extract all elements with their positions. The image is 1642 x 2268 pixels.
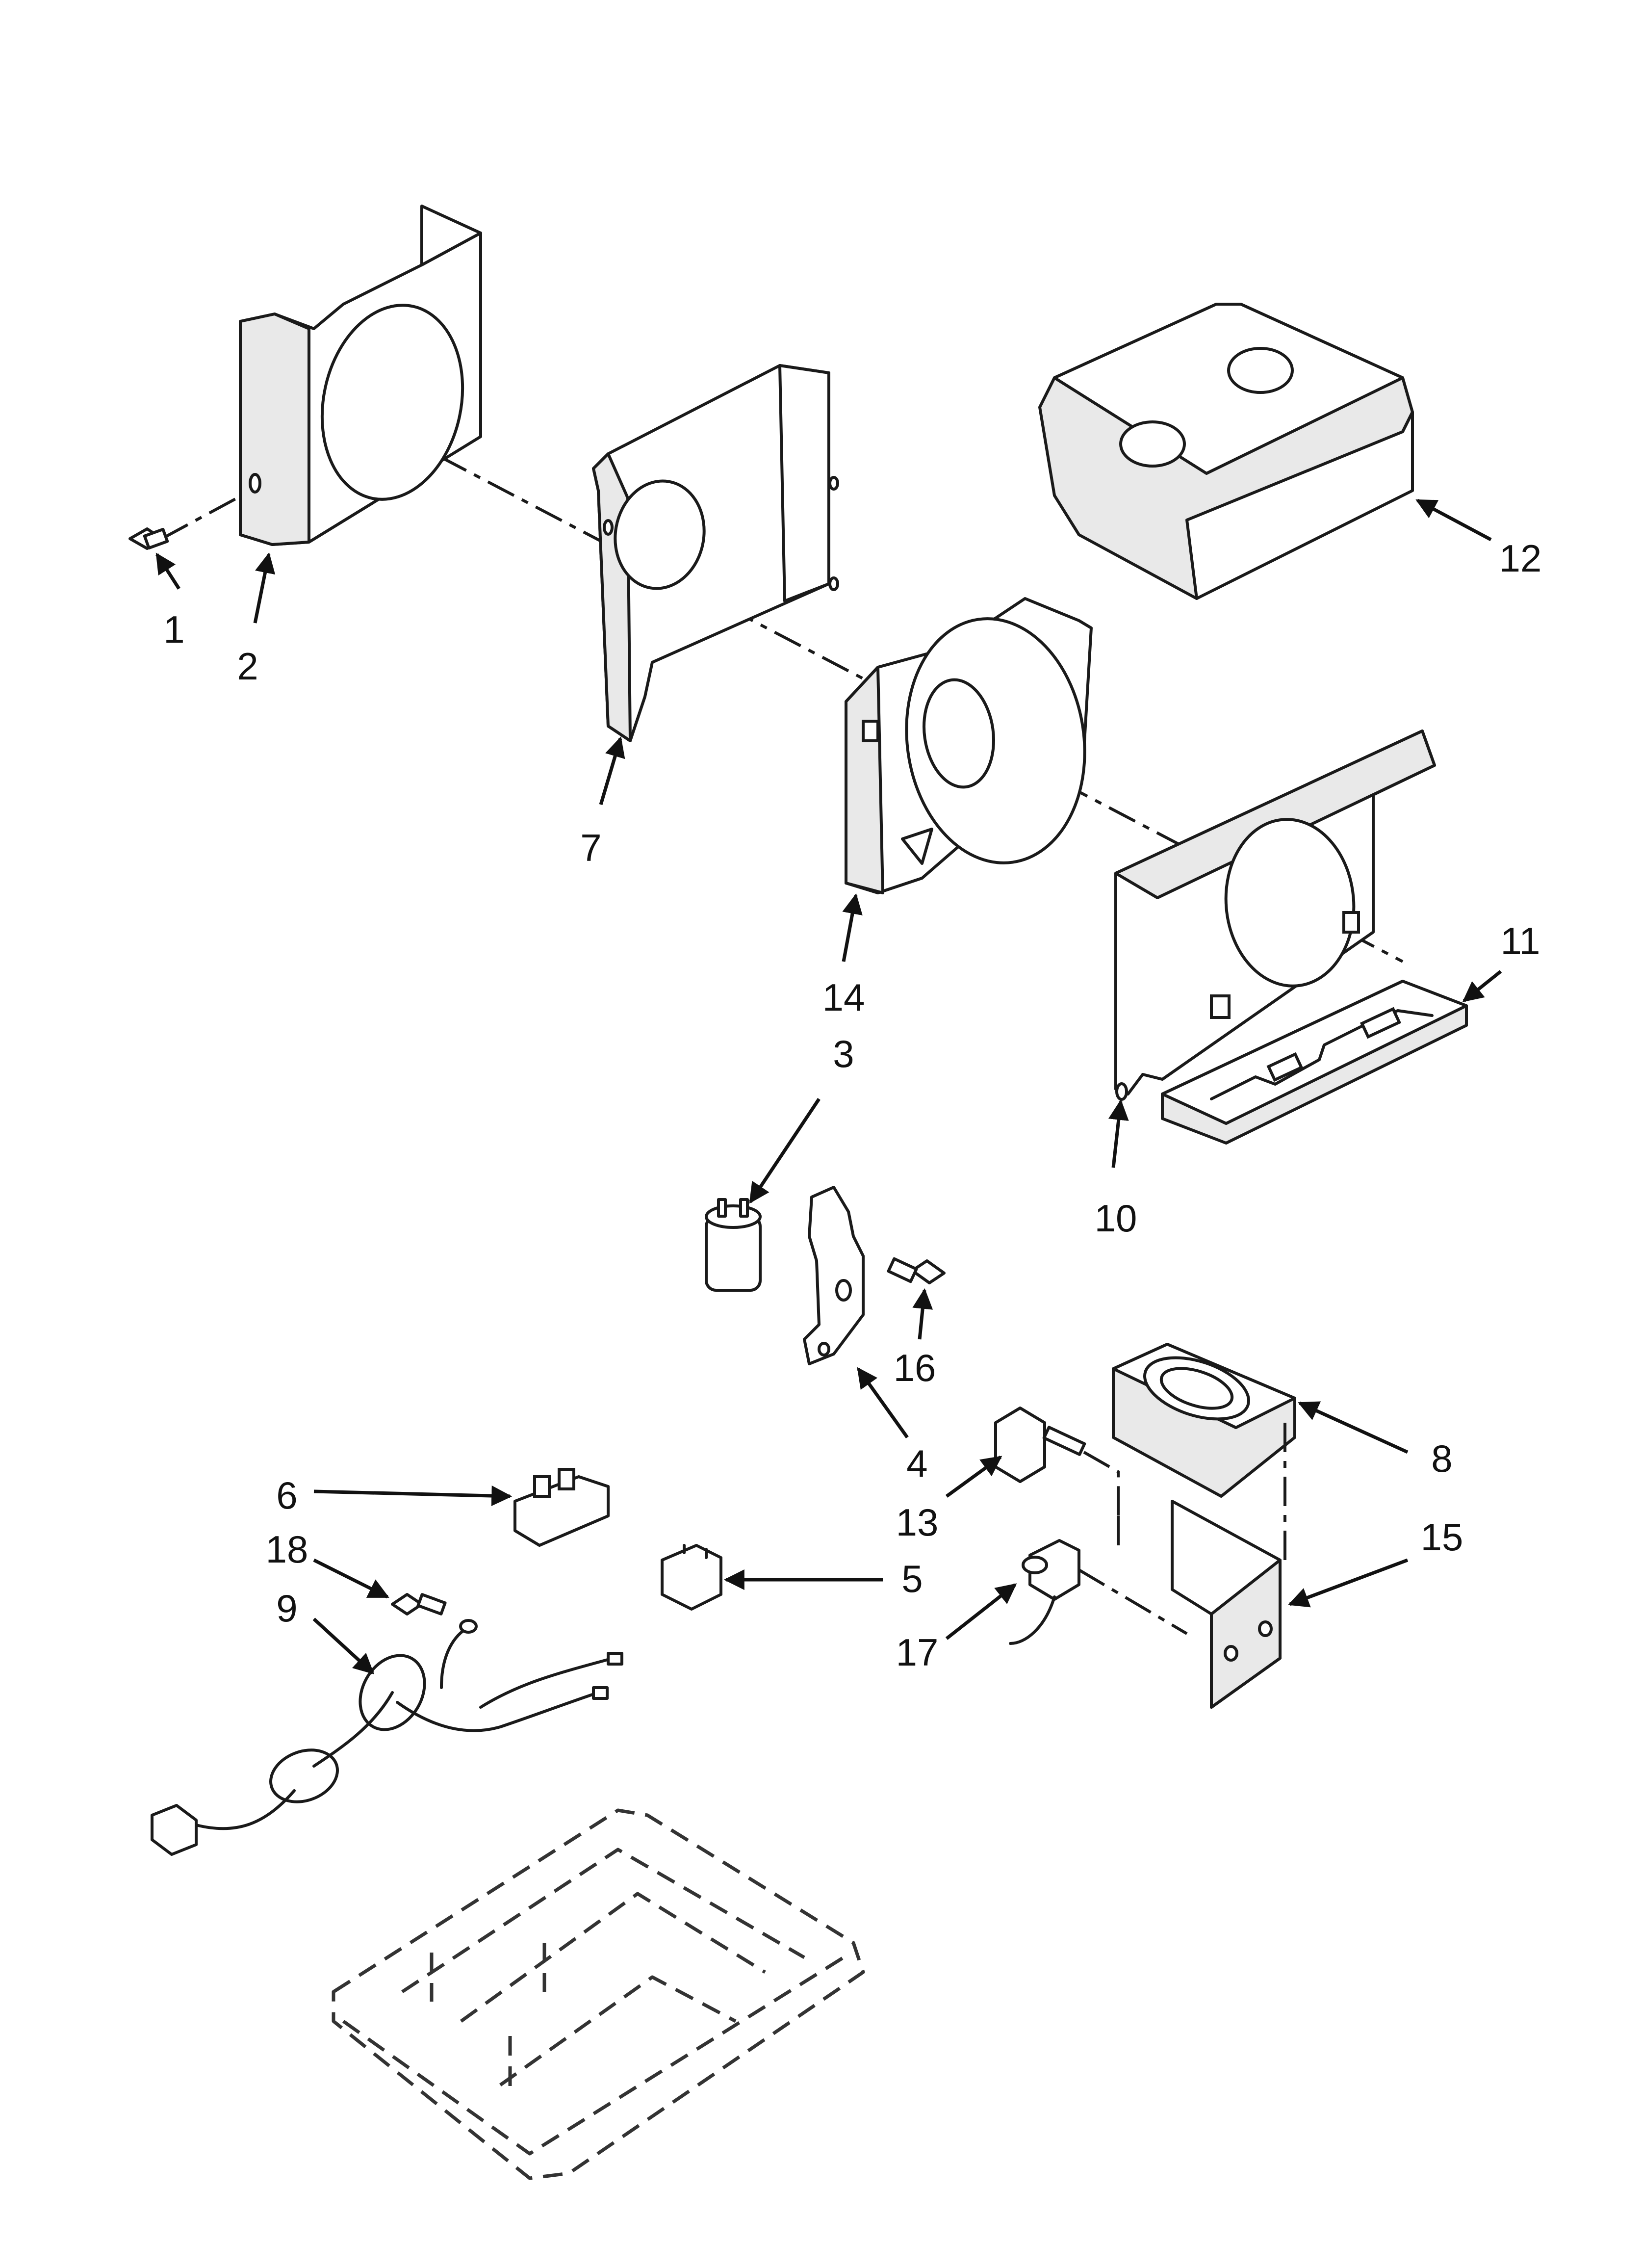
part-10-panel[interactable] — [1114, 730, 1436, 1101]
part-12-cover[interactable] — [1038, 303, 1414, 600]
leader-lines — [155, 498, 1502, 1674]
leader-8 — [1298, 1401, 1409, 1454]
part-4-bracket[interactable] — [803, 1186, 865, 1365]
leader-11 — [1462, 970, 1502, 1002]
callout-12: 12 — [1499, 537, 1542, 580]
callout-13: 13 — [896, 1501, 939, 1544]
part-17-thermostat[interactable] — [1009, 1539, 1188, 1645]
leader-10 — [1108, 1099, 1129, 1168]
callout-18: 18 — [266, 1528, 308, 1571]
part-2-orifice-panel[interactable] — [239, 205, 482, 546]
callout-5: 5 — [901, 1557, 923, 1600]
leader-15 — [1288, 1558, 1409, 1608]
part-9-power-cord[interactable] — [151, 1619, 623, 1856]
leader-6 — [313, 1486, 513, 1507]
callout-10: 10 — [1095, 1197, 1137, 1240]
leader-16 — [912, 1288, 933, 1340]
assembly-centerline — [391, 430, 1404, 963]
callout-2: 2 — [237, 645, 258, 688]
part-11-base-tray[interactable] — [1161, 980, 1468, 1145]
phantom-base-pan — [332, 1808, 865, 2180]
callout-11: 11 — [1501, 919, 1540, 963]
part-16-screw[interactable] — [887, 1257, 946, 1284]
part-1-screw[interactable] — [128, 527, 169, 550]
part-14-blower-housing[interactable] — [845, 597, 1100, 894]
part-13-switch[interactable] — [994, 1407, 1120, 1545]
leader-7 — [599, 736, 625, 805]
leader-17 — [945, 1583, 1017, 1640]
callout-16: 16 — [894, 1346, 936, 1389]
callout-7: 7 — [580, 826, 601, 869]
callout-6: 6 — [276, 1474, 297, 1517]
callout-1: 1 — [163, 608, 184, 651]
leader-4 — [857, 1367, 909, 1439]
leader-12 — [1415, 498, 1492, 542]
part-5-relay[interactable] — [661, 1544, 722, 1611]
part-8-control-housing[interactable] — [1112, 1343, 1296, 1498]
callout-8: 8 — [1431, 1437, 1452, 1480]
callout-4: 4 — [906, 1442, 927, 1485]
part-15-control-bracket[interactable] — [1117, 1423, 1286, 1709]
part-3-capacitor[interactable] — [705, 1198, 762, 1292]
leader-2 — [253, 552, 276, 624]
leader-13 — [945, 1456, 1002, 1498]
leader-14 — [842, 893, 863, 962]
leader-18 — [313, 1558, 389, 1599]
callout-15: 15 — [1421, 1515, 1463, 1559]
leader-9 — [312, 1617, 375, 1674]
leader-1 — [155, 552, 180, 590]
callout-3: 3 — [833, 1032, 854, 1075]
callout-labels: 1 2 7 14 12 11 10 3 16 4 8 13 15 17 6 5 … — [163, 537, 1541, 1674]
part-7-shroud[interactable] — [592, 364, 839, 742]
callout-14: 14 — [822, 976, 865, 1019]
callout-17: 17 — [896, 1631, 939, 1674]
leader-3 — [749, 1098, 821, 1204]
part-18-ground-screw[interactable] — [391, 1593, 447, 1616]
callout-9: 9 — [276, 1587, 297, 1630]
part-6-terminal-block[interactable] — [513, 1468, 610, 1547]
